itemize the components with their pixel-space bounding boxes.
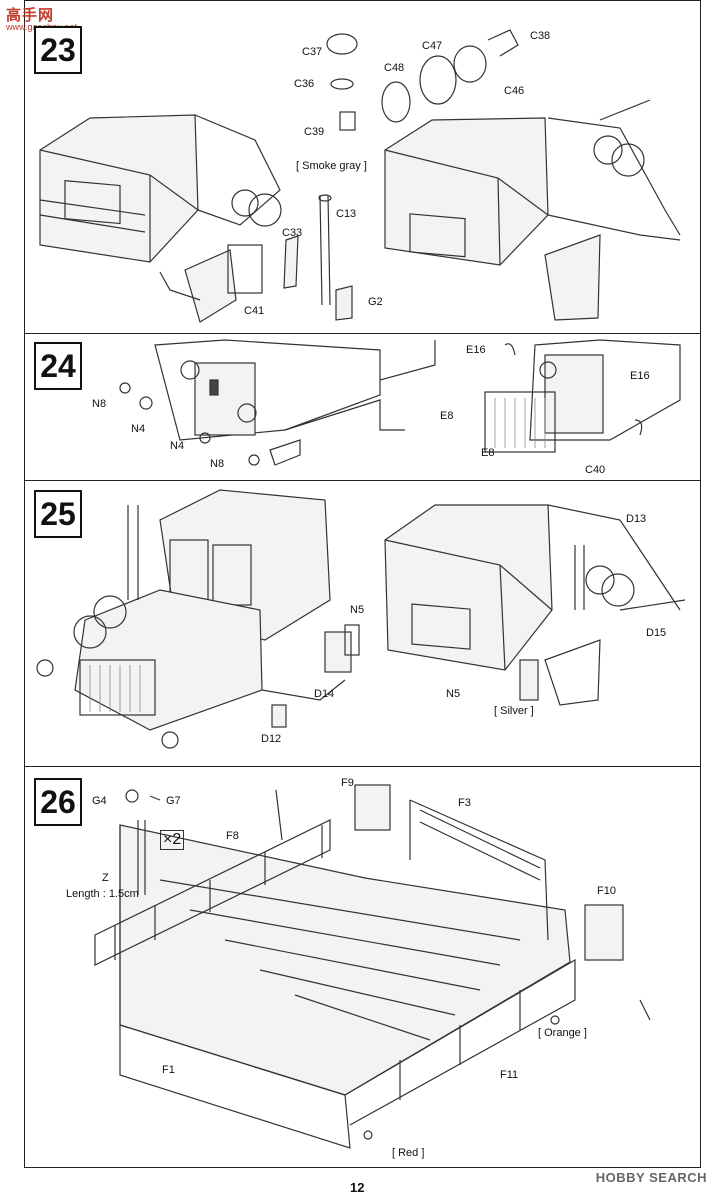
step25-right-truck	[384, 504, 686, 706]
part-label: E8	[440, 410, 454, 422]
step24-right-front	[484, 339, 681, 453]
part-label: N5	[446, 688, 461, 700]
part-label: C38	[530, 30, 551, 42]
part-label: F8	[226, 830, 239, 842]
part-label: C41	[244, 305, 265, 317]
part-label: C48	[384, 62, 405, 74]
quantity-badge: ×2	[160, 830, 185, 850]
length-note: Length : 1.5cm	[66, 888, 139, 900]
step26-cargo-bed	[94, 784, 651, 1149]
watermark-logo: 高手网	[6, 7, 55, 24]
part-label: E16	[466, 344, 486, 356]
part-label: C33	[282, 227, 303, 239]
step23-right-cab	[384, 99, 681, 321]
part-label: N8	[210, 458, 225, 470]
step-number: 26	[34, 778, 82, 826]
part-label: G4	[92, 795, 107, 807]
part-label: D13	[626, 513, 647, 525]
page-frame	[24, 0, 701, 1168]
hobby-search-logo: HOBBY SEARCH	[595, 1170, 707, 1185]
part-label: C39	[304, 126, 325, 138]
color-note: [ Red ]	[392, 1147, 425, 1159]
part-label: E16	[630, 370, 650, 382]
step23-left-cab	[39, 114, 282, 323]
part-label: C40	[585, 464, 606, 476]
part-label: D14	[314, 688, 335, 700]
divider	[24, 333, 701, 334]
part-label: G2	[368, 296, 383, 308]
part-label: N4	[170, 440, 185, 452]
part-label: F10	[597, 885, 616, 897]
part-label: C46	[504, 85, 525, 97]
part-label: N5	[350, 604, 365, 616]
part-label: F9	[341, 777, 354, 789]
part-label: F1	[162, 1064, 175, 1076]
divider	[24, 480, 701, 481]
part-label: C36	[294, 78, 315, 90]
part-label: C13	[336, 208, 357, 220]
part-label: G7	[166, 795, 181, 807]
color-note: [ Orange ]	[538, 1027, 587, 1039]
step-number: 25	[34, 490, 82, 538]
color-note: [ Silver ]	[494, 705, 534, 717]
step25-left-truck	[36, 489, 360, 749]
part-label: E8	[481, 447, 495, 459]
step23-exploded-parts	[283, 29, 519, 321]
page-number: 12	[350, 1180, 365, 1195]
divider	[24, 766, 701, 767]
part-label: C37	[302, 46, 323, 58]
part-label: N4	[131, 423, 146, 435]
part-label: C47	[422, 40, 443, 52]
step-number: 24	[34, 342, 82, 390]
color-note: [ Smoke gray ]	[296, 160, 367, 172]
part-label: D12	[261, 733, 282, 745]
part-label: F3	[458, 797, 471, 809]
part-label: N8	[92, 398, 107, 410]
step24-left-front	[119, 339, 436, 466]
part-label: D15	[646, 627, 667, 639]
part-label: Z	[102, 872, 109, 884]
part-label: F11	[500, 1069, 519, 1081]
step-number: 23	[34, 26, 82, 74]
